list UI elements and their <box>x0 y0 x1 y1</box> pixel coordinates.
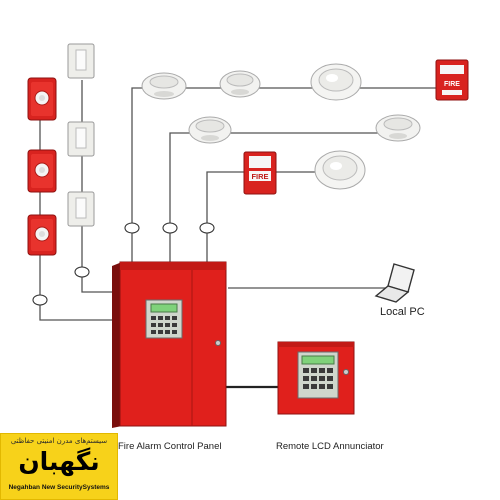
strobe-white-1 <box>67 43 95 79</box>
wire-loop-2 <box>169 132 192 270</box>
pull-station-large: FIRE <box>243 151 277 195</box>
logo-latin-text: Negahban New SecuritySystems <box>8 484 110 491</box>
fire-alarm-control-panel <box>112 261 227 428</box>
strobe-white-3 <box>67 191 95 227</box>
horn-strobe-red-2 <box>27 149 57 193</box>
control-panel-label: Fire Alarm Control Panel <box>118 441 222 452</box>
company-logo: سیستم‌های مدرن امنیتی حفاظتی نگهبان Nega… <box>0 433 118 500</box>
local-pc-label: Local PC <box>380 306 425 318</box>
pull-station-small-text: FIRE <box>444 81 460 88</box>
wire-ring <box>199 222 215 234</box>
smoke-detector-3 <box>188 116 232 144</box>
wire-ring <box>124 222 140 234</box>
horn-strobe-red-3 <box>27 214 57 256</box>
remote-lcd-annunciator <box>277 341 355 415</box>
horn-strobe-red-1 <box>27 77 57 121</box>
wire-ring <box>162 222 178 234</box>
laptop-icon <box>374 263 415 303</box>
pull-station-large-text: FIRE <box>251 172 268 181</box>
logo-brand: نگهبان <box>18 447 100 476</box>
heat-detector-2 <box>314 150 366 190</box>
wire-loop-3 <box>206 171 246 270</box>
wire-rings <box>32 222 215 306</box>
pull-station-small: FIRE <box>435 59 469 101</box>
logo-tagline: سیستم‌های مدرن امنیتی حفاظتی <box>10 437 108 445</box>
wire-ring <box>32 294 48 306</box>
smoke-detector-1 <box>141 72 187 100</box>
wire-horn-bus <box>81 80 112 293</box>
smoke-detector-2 <box>219 70 261 98</box>
heat-detector-1 <box>310 63 362 101</box>
smoke-detector-4 <box>375 114 421 142</box>
annunciator-label: Remote LCD Annunciator <box>276 441 384 452</box>
strobe-white-2 <box>67 121 95 157</box>
wire-ring <box>74 266 90 278</box>
wire-loop-1 <box>131 87 150 270</box>
